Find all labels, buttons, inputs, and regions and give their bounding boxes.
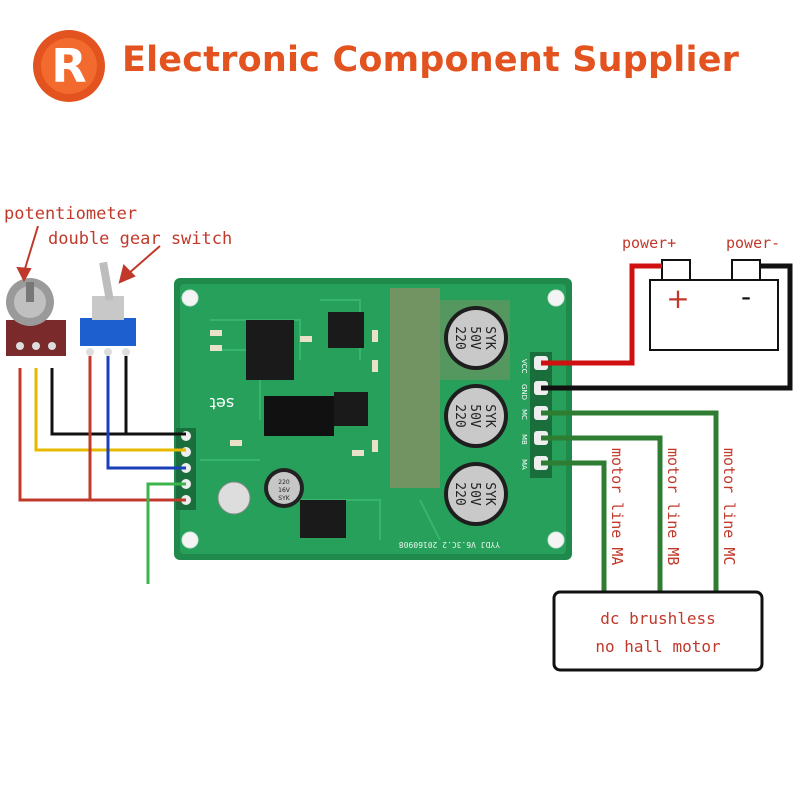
pin-ma: MA xyxy=(520,459,528,470)
motor-line-mb-label: motor line MB xyxy=(664,448,682,565)
battery: + - xyxy=(649,259,779,351)
switch-label: double gear switch xyxy=(48,229,232,249)
pin-mc: MC xyxy=(520,409,528,420)
power-negative-label: power- xyxy=(726,234,780,252)
logo-letter: R xyxy=(51,39,86,93)
wire-green xyxy=(146,482,186,584)
cap3-line1: SYK xyxy=(482,482,497,506)
motor-wires xyxy=(541,410,719,594)
motor-label-line1: dc brushless xyxy=(600,609,716,628)
wire-mb xyxy=(541,435,663,594)
pin-mb: MB xyxy=(520,434,528,445)
pcb-board: set 220 16V SYK SYK 50V 220 SYK 50V xyxy=(174,278,572,560)
capacitor-3: SYK 50V 220 xyxy=(444,462,508,526)
cap1-line3: 220 xyxy=(452,326,467,349)
small-capacitor: 220 16V SYK xyxy=(264,468,304,508)
small-cap-text-3: SYK xyxy=(278,495,290,502)
cap3-line2: 50V xyxy=(467,482,482,506)
motor-box: dc brushless no hall motor xyxy=(552,590,764,672)
wire-pot-black xyxy=(50,368,186,436)
motor-label-line2: no hall motor xyxy=(595,637,721,656)
power-positive-label: power+ xyxy=(622,234,676,252)
capacitor-2: SYK 50V 220 xyxy=(444,384,508,448)
capacitor-1: SYK 50V 220 xyxy=(444,306,508,370)
cap2-line2: 50V xyxy=(467,404,482,428)
cap2-line3: 220 xyxy=(452,404,467,427)
control-wires xyxy=(18,356,186,584)
board-code: YYDJ V6.3C.2 20160908 xyxy=(399,540,500,549)
small-cap-text-2: 16V xyxy=(278,487,291,494)
wire-power-red xyxy=(541,263,662,366)
header: R Electronic Component Supplier xyxy=(0,0,800,110)
cap2-line1: SYK xyxy=(482,404,497,428)
motor-line-mc-label: motor line MC xyxy=(720,448,738,565)
cap3-line3: 220 xyxy=(452,482,467,505)
silkscreen-set: set xyxy=(210,394,234,413)
wire-pot-yellow xyxy=(34,368,186,452)
cap1-line1: SYK xyxy=(482,326,497,350)
wire-pot-red xyxy=(18,368,186,502)
cap1-line2: 50V xyxy=(467,326,482,350)
annotation-arrows xyxy=(16,225,161,284)
power-wires xyxy=(541,263,793,391)
wire-ma xyxy=(541,460,607,594)
potentiometer-label: potentiometer xyxy=(4,204,137,224)
brand-logo-icon: R xyxy=(33,30,105,102)
pin-vcc: VCC xyxy=(520,359,528,374)
motor-line-ma-label: motor line MA xyxy=(608,448,626,565)
wire-switch-blue xyxy=(106,356,186,470)
small-cap-text-1: 220 xyxy=(278,479,290,486)
toggle-switch-component xyxy=(80,261,136,356)
brand-title: Electronic Component Supplier xyxy=(122,40,740,80)
potentiometer-component xyxy=(6,278,66,356)
battery-minus-sign: - xyxy=(741,280,751,313)
pin-gnd: GND xyxy=(520,384,528,400)
wire-power-black xyxy=(541,263,793,391)
battery-plus-sign: + xyxy=(666,282,689,315)
wire-mc xyxy=(541,410,719,594)
